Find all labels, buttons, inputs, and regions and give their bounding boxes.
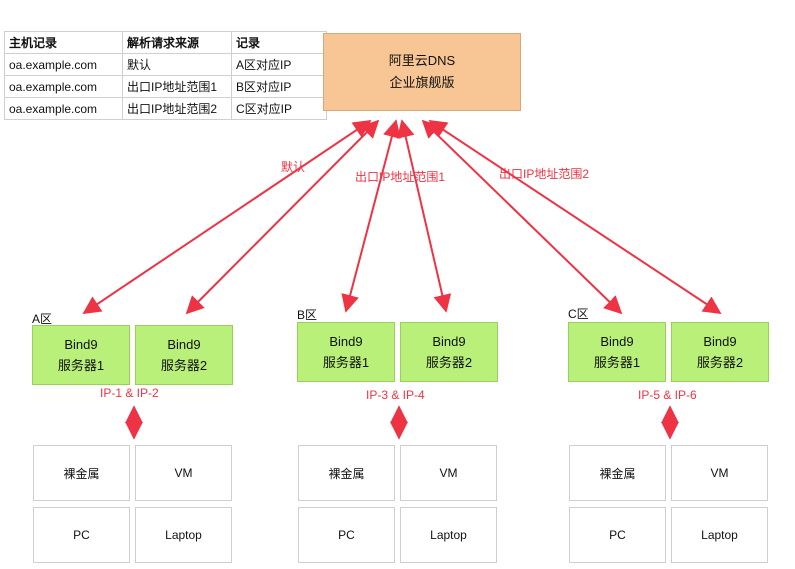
arrow-label-range2: 出口IP地址范围2 [499, 167, 590, 181]
table-cell: oa.example.com [4, 75, 123, 98]
arrow-default-a2 [185, 119, 380, 315]
zone-c-bind9-server-1: Bind9 服务器1 [568, 322, 666, 382]
zone-a-pc: PC [33, 507, 130, 563]
server-index: 服务器1 [593, 355, 641, 370]
zone-c-baremetal: 裸金属 [569, 445, 666, 501]
table-header-row: 主机记录 解析请求来源 记录 [4, 31, 327, 54]
arrow-range2-c1 [421, 119, 623, 315]
server-index: 服务器2 [160, 358, 208, 373]
server-name: Bind9 [432, 334, 466, 349]
arrow-label-range1: 出口IP地址范围1 [355, 170, 446, 184]
server-index: 服务器1 [57, 358, 105, 373]
dns-record-table: 主机记录 解析请求来源 记录 oa.example.com 默认 A区对应IP … [4, 31, 327, 120]
table-header: 记录 [231, 31, 327, 54]
table-cell: oa.example.com [4, 53, 123, 76]
table-row: oa.example.com 出口IP地址范围1 B区对应IP [4, 75, 327, 98]
zone-b-baremetal: 裸金属 [298, 445, 395, 501]
zone-a-label: A区 [32, 312, 53, 326]
zone-b-laptop: Laptop [400, 507, 497, 563]
dns-name: 阿里云DNS [388, 53, 456, 68]
table-cell: A区对应IP [231, 53, 327, 76]
server-name: Bind9 [329, 334, 363, 349]
table-row: oa.example.com 默认 A区对应IP [4, 53, 327, 76]
table-header: 主机记录 [4, 31, 123, 54]
arrow-range1-b1 [341, 119, 401, 313]
table-cell: 默认 [122, 53, 232, 76]
table-cell: C区对应IP [231, 97, 327, 120]
dns-edition: 企业旗舰版 [389, 75, 455, 90]
zone-a-baremetal: 裸金属 [33, 445, 130, 501]
zone-a-ip-label: IP-1 & IP-2 [100, 386, 159, 400]
server-name: Bind9 [64, 337, 98, 352]
zone-a-bind9-server-2: Bind9 服务器2 [135, 325, 233, 385]
zone-c-label: C区 [568, 307, 589, 321]
zone-b-bind9-server-2: Bind9 服务器2 [400, 322, 498, 382]
zone-b-label: B区 [297, 308, 318, 322]
table-header: 解析请求来源 [122, 31, 232, 54]
arrow-range2-c2 [428, 120, 722, 314]
arrow-default-a1 [82, 119, 372, 315]
arrow-label-default: 默认 [281, 160, 306, 174]
table-cell: 出口IP地址范围1 [122, 75, 232, 98]
zone-c-laptop: Laptop [671, 507, 768, 563]
aliyun-dns-box: 阿里云DNS 企业旗舰版 [323, 33, 521, 111]
table-cell: 出口IP地址范围2 [122, 97, 232, 120]
zone-a-vm: VM [135, 445, 232, 501]
server-name: Bind9 [167, 337, 201, 352]
server-name: Bind9 [703, 334, 737, 349]
zone-a-bind9-server-1: Bind9 服务器1 [32, 325, 130, 385]
server-name: Bind9 [600, 334, 634, 349]
zone-c-pc: PC [569, 507, 666, 563]
zone-b-ip-label: IP-3 & IP-4 [366, 388, 425, 402]
zone-b-bind9-server-1: Bind9 服务器1 [297, 322, 395, 382]
table-cell: oa.example.com [4, 97, 123, 120]
table-row: oa.example.com 出口IP地址范围2 C区对应IP [4, 97, 327, 120]
zone-a-laptop: Laptop [135, 507, 232, 563]
server-index: 服务器2 [425, 355, 473, 370]
server-index: 服务器2 [696, 355, 744, 370]
zone-c-vm: VM [671, 445, 768, 501]
server-index: 服务器1 [322, 355, 370, 370]
zone-c-ip-label: IP-5 & IP-6 [638, 388, 697, 402]
zone-b-pc: PC [298, 507, 395, 563]
zone-c-bind9-server-2: Bind9 服务器2 [671, 322, 769, 382]
arrow-range1-b2 [396, 119, 452, 313]
zone-b-vm: VM [400, 445, 497, 501]
table-cell: B区对应IP [231, 75, 327, 98]
